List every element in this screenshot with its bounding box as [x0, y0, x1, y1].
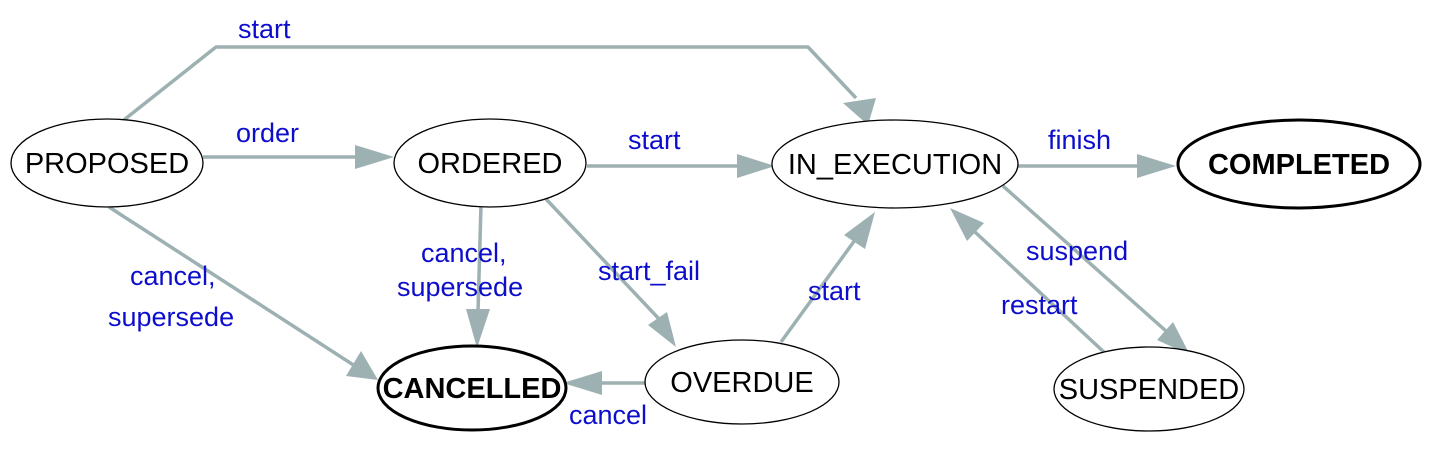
node-suspended: SUSPENDED — [1053, 346, 1245, 432]
arrowhead — [1157, 322, 1190, 355]
edge-suspended-to-in-execution: restart — [950, 208, 1108, 356]
node-label: CANCELLED — [383, 373, 562, 405]
node-cancelled: CANCELLED — [376, 344, 568, 432]
edge-in-execution-to-suspended: suspend — [1001, 184, 1190, 355]
arrowhead — [950, 208, 984, 241]
edge-ordered-to-overdue: start_fail — [544, 197, 700, 347]
edge-overdue-to-cancelled: cancel — [563, 371, 647, 430]
edge-label-start: start — [628, 125, 681, 155]
arrowhead — [737, 154, 775, 178]
edge-label-cancel: cancel — [569, 400, 647, 430]
arrowhead — [844, 212, 875, 249]
arrowhead — [1137, 154, 1176, 178]
edge-ordered-to-in-execution: start — [587, 125, 775, 178]
edge-proposed-to-in-execution: start — [113, 14, 876, 129]
edge-label-start-fail: start_fail — [598, 256, 700, 286]
edge-overdue-to-in-execution: start — [779, 212, 875, 344]
node-proposed: PROPOSED — [10, 118, 204, 208]
edge-label-start: start — [808, 276, 861, 306]
edge-label-start: start — [238, 14, 291, 44]
edge-ordered-to-cancelled: cancel, supersede — [397, 204, 523, 348]
edge-label-finish: finish — [1048, 125, 1111, 155]
node-label: COMPLETED — [1208, 149, 1390, 181]
edge-label-supersede: supersede — [108, 302, 234, 332]
edge-label-cancel: cancel, — [421, 238, 507, 268]
edge-proposed-to-ordered: order — [203, 118, 394, 169]
edge-label-supersede: supersede — [397, 272, 523, 302]
arrowhead — [648, 312, 676, 347]
node-overdue: OVERDUE — [644, 339, 840, 425]
edge-label-cancel: cancel, — [130, 261, 216, 291]
node-label: IN_EXECUTION — [788, 149, 1002, 181]
node-ordered: ORDERED — [393, 118, 587, 208]
arrowhead — [355, 145, 394, 169]
edge-proposed-to-cancelled: cancel, supersede — [108, 205, 378, 380]
arrowhead — [466, 309, 490, 348]
node-in-execution: IN_EXECUTION — [771, 119, 1019, 209]
edge-label-suspend: suspend — [1026, 236, 1128, 266]
arrowhead — [563, 371, 602, 395]
node-completed: COMPLETED — [1176, 118, 1422, 210]
arrowhead — [843, 98, 876, 125]
edge-label-order: order — [236, 118, 299, 148]
arrowhead — [346, 351, 378, 380]
node-label: PROPOSED — [25, 148, 189, 180]
edge-in-execution-to-completed: finish — [1018, 125, 1176, 178]
node-label: OVERDUE — [670, 367, 813, 399]
node-label: SUSPENDED — [1059, 374, 1240, 406]
node-label: ORDERED — [417, 148, 562, 180]
edge-label-restart: restart — [1001, 290, 1078, 320]
